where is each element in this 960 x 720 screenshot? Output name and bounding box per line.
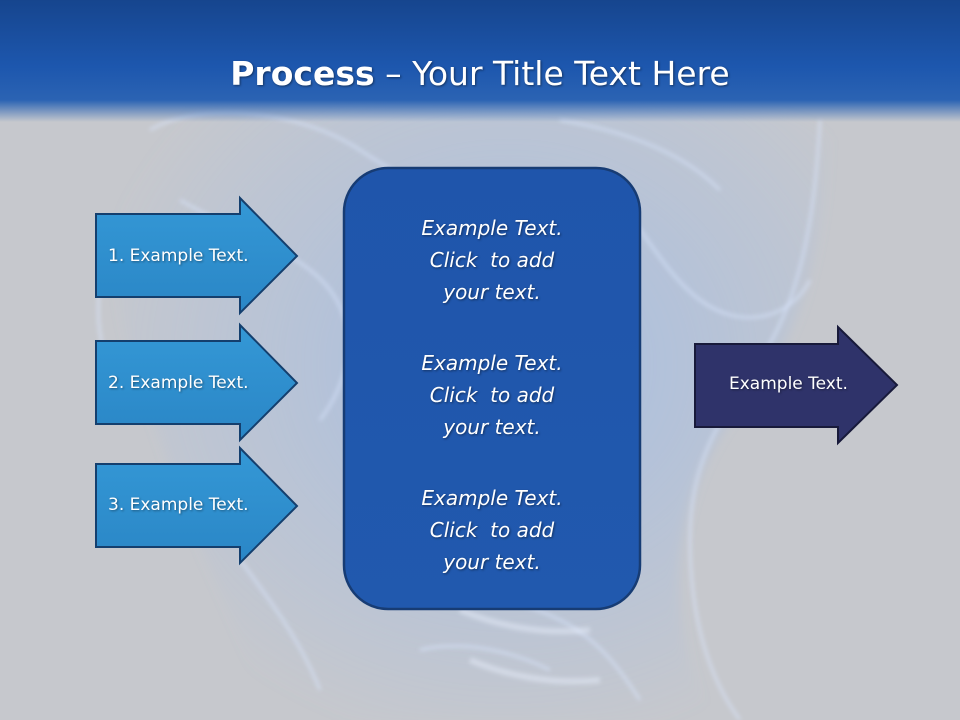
center-text-line: Click to add xyxy=(429,518,555,542)
title-regular-part: – Your Title Text Here xyxy=(374,54,730,93)
center-text-line: your text. xyxy=(443,550,541,574)
center-text-line: Example Text. xyxy=(421,486,563,510)
step-arrow-3[interactable] xyxy=(95,445,299,566)
center-text-line: Example Text. xyxy=(421,216,563,240)
step-arrow-1-label: 1. Example Text. xyxy=(108,246,249,266)
slide-title[interactable]: Process – Your Title Text Here xyxy=(0,52,960,96)
title-band xyxy=(0,0,960,122)
center-box-text: Example Text. Click to add your text. Ex… xyxy=(345,212,639,617)
result-arrow-label: Example Text. xyxy=(729,374,848,394)
center-text-block: Example Text. Click to add your text. xyxy=(345,482,639,578)
step-arrow-2-label: 2. Example Text. xyxy=(108,373,249,393)
center-text-block: Example Text. Click to add your text. xyxy=(345,212,639,308)
center-text-line: your text. xyxy=(443,280,541,304)
center-text-line: Click to add xyxy=(429,248,555,272)
center-text-line: Click to add xyxy=(429,383,555,407)
result-arrow[interactable] xyxy=(694,324,899,446)
step-arrow-1[interactable] xyxy=(95,195,299,316)
step-arrow-2[interactable] xyxy=(95,322,299,443)
title-bold-part: Process xyxy=(230,54,375,93)
step-arrow-3-label: 3. Example Text. xyxy=(108,495,249,515)
center-text-line: Example Text. xyxy=(421,351,563,375)
center-box[interactable] xyxy=(342,166,642,611)
center-text-line: your text. xyxy=(443,415,541,439)
center-text-block: Example Text. Click to add your text. xyxy=(345,347,639,443)
